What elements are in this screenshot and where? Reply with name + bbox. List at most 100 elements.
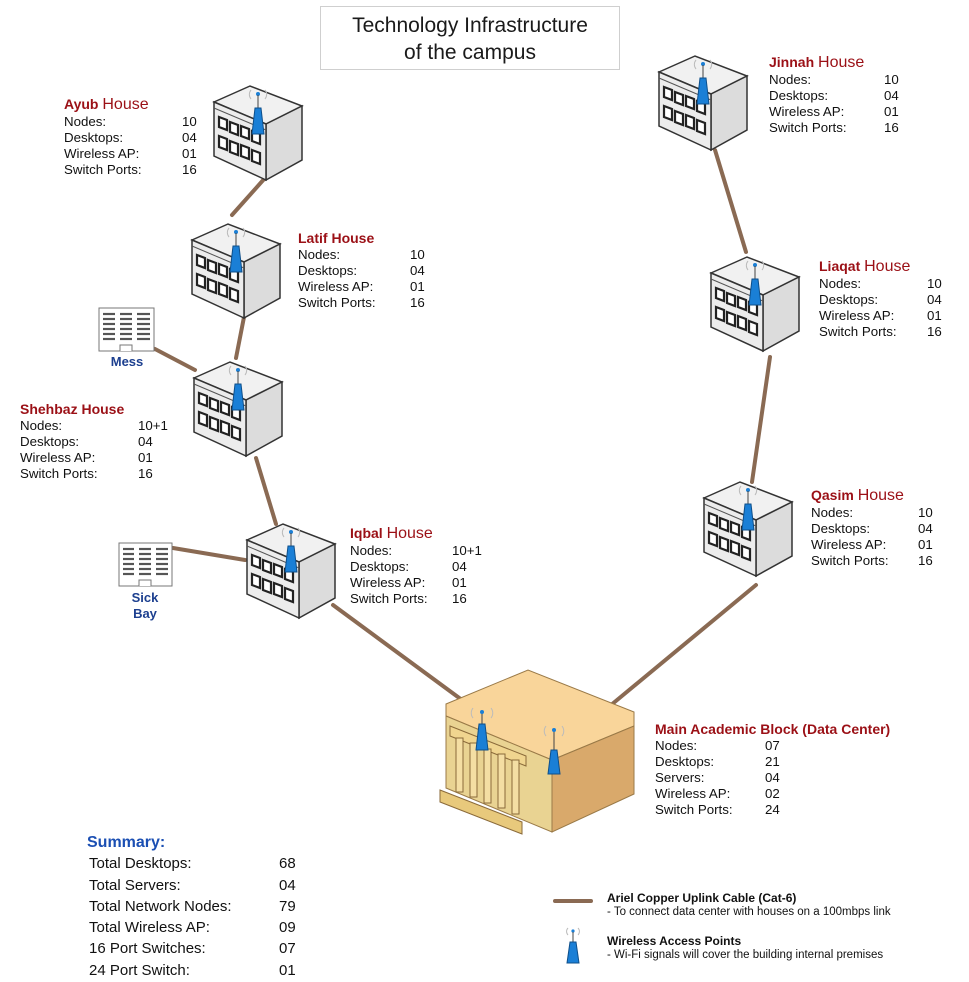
house-stats: Nodes:10+1 Desktops:04 Wireless AP:01 Sw… (350, 543, 482, 607)
cable-line-icon (553, 899, 593, 903)
stat-value: 01 (918, 537, 933, 552)
building-icon-liaqat (709, 256, 801, 353)
building-icon-latif (190, 223, 282, 320)
house-stats: Nodes:10+1 Desktops:04 Wireless AP:01 Sw… (20, 418, 168, 482)
title-line-1: Technology Infrastructure (352, 14, 588, 37)
stat-value: 01 (182, 146, 197, 161)
stat-value: 04 (138, 434, 153, 449)
link-latif-shehbaz (234, 315, 246, 360)
wireless-access-point-icon (543, 725, 565, 775)
house-name: Qasim House (811, 487, 904, 504)
legend-cable-desc: - To connect data center with houses on … (607, 906, 891, 918)
stat-value: 24 (765, 802, 780, 817)
house-info-shehbaz: Shehbaz House Nodes:10+1 Desktops:04 Wir… (20, 401, 168, 482)
stat-label: Wireless AP: (298, 279, 374, 294)
stat-label: Switch Ports: (350, 591, 428, 606)
summary-row: Total Desktops:68 (89, 854, 296, 873)
summary-row: Total Wireless AP: 09 (89, 918, 296, 937)
stat-label: Nodes: (811, 505, 854, 520)
stat-value: 04 (884, 88, 899, 103)
summary-row: Total Network Nodes: 79 (89, 897, 296, 916)
wireless-access-point-icon (228, 365, 248, 411)
stat-label: Desktops: (811, 521, 871, 536)
summary-label: 24 Port Switch: (89, 961, 190, 979)
house-name: Shehbaz House (20, 401, 125, 417)
stat-label: Wireless AP: (811, 537, 887, 552)
house-info-jinnah: Jinnah House Nodes:10 Desktops:04 Wirele… (769, 54, 899, 136)
building-icon-iqbal (245, 523, 337, 620)
stat-value: 16 (452, 591, 467, 606)
summary-value: 01 (279, 961, 296, 979)
wireless-access-point-icon (226, 227, 246, 273)
stat-value: 02 (765, 786, 780, 801)
stat-value: 07 (765, 738, 780, 753)
stat-label: Nodes: (20, 418, 63, 433)
house-stats: Nodes:10 Desktops:04 Wireless AP:01 Swit… (819, 276, 942, 340)
summary-panel: Summary: Total Desktops:68 Total Servers… (87, 833, 298, 982)
legend-cable: Ariel Copper Uplink Cable (Cat-6) - To c… (607, 891, 891, 919)
stat-value: 10 (410, 247, 425, 262)
house-info-latif: Latif House Nodes:10 Desktops:04 Wireles… (298, 230, 425, 311)
summary-value: 79 (279, 897, 296, 915)
wireless-access-point-icon (693, 59, 713, 105)
summary-row: Total Servers: 04 (89, 876, 296, 895)
stat-label: Wireless AP: (20, 450, 96, 465)
stat-value: 01 (138, 450, 153, 465)
stat-label: Desktops: (819, 292, 879, 307)
house-stats: Nodes:10 Desktops:04 Wireless AP:01 Swit… (298, 247, 425, 311)
stat-value: 04 (765, 770, 780, 785)
mess-label: Mess (110, 354, 144, 369)
link-mess-shehbaz (153, 347, 197, 372)
house-stats: Nodes:10 Desktops:04 Wireless AP:01 Swit… (64, 114, 197, 178)
summary-label: Total Network Nodes: (89, 897, 232, 915)
building-icon-qasim (702, 481, 794, 578)
stat-label: Switch Ports: (819, 324, 897, 339)
house-name: Jinnah House (769, 54, 865, 71)
stat-value: 01 (410, 279, 425, 294)
legend-access-point: Wireless Access Points - Wi-Fi signals w… (607, 934, 883, 962)
diagram-title: Technology Infrastructure of the campus (320, 6, 620, 70)
stat-value: 16 (884, 120, 899, 135)
summary-value: 07 (279, 940, 296, 958)
summary-label: Total Desktops: (89, 855, 192, 873)
link-ayub-latif (230, 176, 267, 217)
stat-label: Wireless AP: (819, 308, 895, 323)
summary-label: Total Servers: (89, 876, 181, 894)
summary-value: 09 (279, 919, 296, 937)
stat-label: Switch Ports: (655, 802, 733, 817)
sick-bay-label-line-1: Sick (131, 590, 159, 605)
legend-ap-title: Wireless Access Points (607, 934, 742, 948)
stat-label: Desktops: (64, 130, 124, 145)
stat-label: Servers: (655, 770, 705, 785)
sick-bay-building-icon (118, 542, 173, 587)
stat-label: Wireless AP: (350, 575, 426, 590)
wireless-access-point-icon (745, 260, 765, 306)
building-icon-shehbaz (192, 361, 284, 458)
link-shehbaz-iqbal (254, 456, 278, 526)
house-name: Ayub House (64, 96, 149, 113)
stat-value: 04 (927, 292, 942, 307)
stat-label: Switch Ports: (769, 120, 847, 135)
stat-label: Desktops: (20, 434, 80, 449)
stat-label: Wireless AP: (769, 104, 845, 119)
building-icon-ayub (212, 85, 304, 182)
house-info-iqbal: Iqbal House Nodes:10+1 Desktops:04 Wirel… (350, 525, 482, 607)
house-name: Iqbal House (350, 525, 433, 542)
stat-value: 01 (884, 104, 899, 119)
stat-value: 10 (182, 114, 197, 129)
summary-label: Total Wireless AP: (89, 919, 210, 937)
stat-value: 01 (452, 575, 467, 590)
stat-label: Desktops: (769, 88, 829, 103)
link-liaqat-qasim (750, 355, 772, 484)
data-center-name: Main Academic Block (Data Center) (655, 721, 891, 737)
sick-bay-label-line-2: Bay (133, 606, 157, 621)
summary-value: 04 (279, 876, 296, 894)
stat-label: Switch Ports: (298, 295, 376, 310)
stat-label: Desktops: (350, 559, 410, 574)
summary-row: 24 Port Switch: 01 (89, 961, 296, 980)
stat-value: 04 (918, 521, 933, 536)
title-line-2: of the campus (404, 41, 536, 64)
stat-value: 10+1 (452, 543, 482, 558)
link-iqbal-datacenter (331, 603, 464, 702)
summary-row: 16 Port Switches:07 (89, 939, 296, 958)
